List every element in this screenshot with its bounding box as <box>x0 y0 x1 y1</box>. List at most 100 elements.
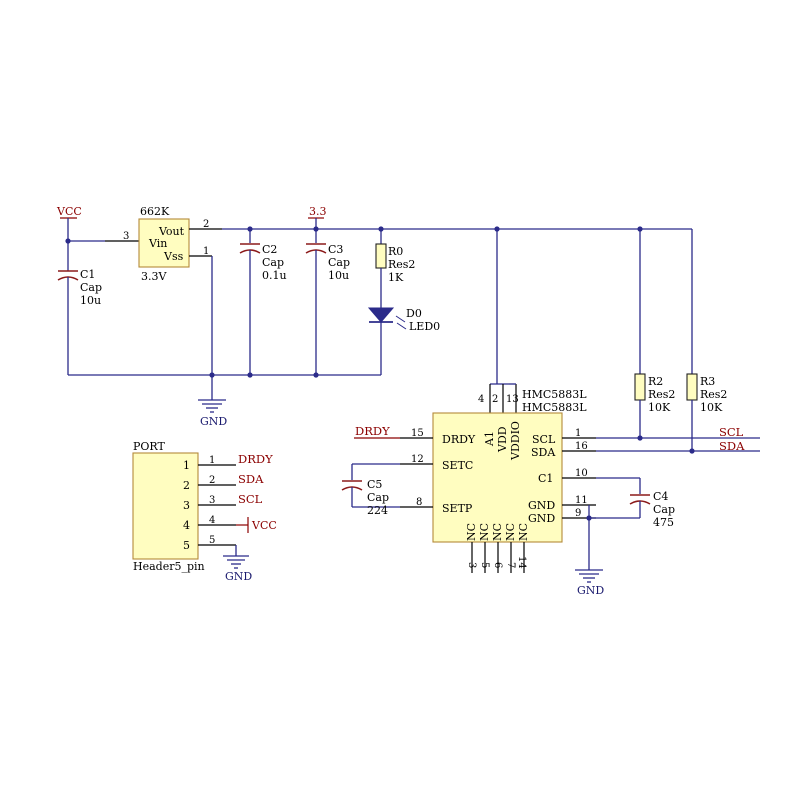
reg-label-vout: Vout <box>158 225 185 238</box>
header-value: Header5_pin <box>133 560 205 573</box>
c2-value: 0.1u <box>262 269 287 282</box>
header-signal-vcc: VCC <box>251 519 277 532</box>
regulator-value: 3.3V <box>141 270 167 283</box>
led-ray-1 <box>395 315 406 323</box>
header-signal-drdy: DRDY <box>238 452 273 466</box>
c1-ref: C1 <box>80 268 95 281</box>
ic-label-gnd-9: GND <box>528 512 555 525</box>
ic-label-nc-7: NC <box>504 523 517 541</box>
r2-body <box>634 373 646 401</box>
junction <box>313 372 319 378</box>
r0-type: Res2 <box>388 258 415 271</box>
r2-value: 10K <box>648 401 671 414</box>
r0-ref: R0 <box>388 245 403 258</box>
d0-ref: D0 <box>406 307 422 320</box>
r3-value: 10K <box>700 401 723 414</box>
ic-pinnum-15: 15 <box>411 428 424 439</box>
ic-pinnum-10: 10 <box>575 468 588 479</box>
ic-pinnum-8: 8 <box>416 497 422 508</box>
ic-label-scl: SCL <box>532 433 556 446</box>
header-ref: PORT <box>133 440 166 453</box>
ground-icon <box>198 399 226 413</box>
ic-pinnum-13: 13 <box>506 394 519 405</box>
c3-type: Cap <box>328 256 350 269</box>
regulator-ref: 662K <box>140 205 170 218</box>
c4-type: Cap <box>653 503 675 516</box>
ic-label-drdy: DRDY <box>442 433 476 446</box>
reg-pinnum-vss: 1 <box>203 246 209 257</box>
ic-label-sda: SDA <box>531 446 556 459</box>
r3-body <box>686 373 698 401</box>
reg-pinnum-vin: 3 <box>123 231 129 242</box>
ic-label-vdd: VDD <box>496 426 509 453</box>
header-pinlabel-2: 2 <box>209 475 215 486</box>
ic-pinnum-2: 2 <box>492 394 498 405</box>
reg-pinnum-vout: 2 <box>203 219 209 230</box>
ic-gnd-label: GND <box>577 584 604 597</box>
reg-label-vss: Vss <box>163 250 184 263</box>
r2-ref: R2 <box>648 375 663 388</box>
header-pinlabel-3: 3 <box>209 495 215 506</box>
ic-label-setc: SETC <box>442 459 473 472</box>
ic-pinnum-14: 14 <box>516 556 527 569</box>
junction <box>637 435 643 441</box>
junction <box>247 372 253 378</box>
ic-pinnum-9: 9 <box>575 508 581 519</box>
ic-pinnum-7: 7 <box>505 562 516 568</box>
header-signal-scl: SCL <box>238 492 263 506</box>
junction <box>689 448 695 454</box>
scl-net-label: SCL <box>719 425 744 439</box>
header-pinlabel-1: 1 <box>209 455 215 466</box>
ic-pinnum-3: 3 <box>466 562 477 568</box>
ic-pinnum-5: 5 <box>479 562 490 568</box>
c5-value: 224 <box>367 504 388 517</box>
vcc-label: VCC <box>56 205 82 218</box>
c5-ref: C5 <box>367 478 382 491</box>
r2-type: Res2 <box>648 388 675 401</box>
ic-label-vddio: VDDIO <box>509 421 522 461</box>
header-section: PORT Header5_pin 1 2 3 4 5 1 2 3 4 5 DRD… <box>132 440 277 583</box>
header-pinnum-3: 3 <box>183 499 190 512</box>
header-pinnum-2: 2 <box>183 479 190 492</box>
c1-type: Cap <box>80 281 102 294</box>
c1-value: 10u <box>80 294 101 307</box>
led-icon <box>367 307 395 323</box>
gnd-label: GND <box>200 415 227 428</box>
header-signal-gnd: GND <box>225 570 252 583</box>
header-pinlabel-4: 4 <box>209 515 215 526</box>
ic-pinnum-4: 4 <box>478 394 484 405</box>
v33-label: 3.3 <box>309 205 327 218</box>
ic-pinnum-6: 6 <box>492 562 503 568</box>
ic-label-setp: SETP <box>442 502 473 515</box>
sensor-section: 4 2 13 HMC5883L HMC5883L A1 VDD VDDIO 15… <box>341 229 760 597</box>
c3-ref: C3 <box>328 243 343 256</box>
reg-label-vin: Vin <box>148 237 167 250</box>
d0-value: LED0 <box>409 320 440 333</box>
ic-label-nc-5: NC <box>478 523 491 541</box>
header-body <box>132 452 199 560</box>
ic-pinnum-16: 16 <box>575 441 588 452</box>
ic-pinnum-1: 1 <box>575 428 581 439</box>
ground-icon <box>223 555 249 569</box>
r3-type: Res2 <box>700 388 727 401</box>
ic-label-nc-14: NC <box>517 523 530 541</box>
header-signal-sda: SDA <box>238 472 264 486</box>
r0-body <box>375 243 387 269</box>
ic-label-nc-6: NC <box>491 523 504 541</box>
junction <box>586 515 592 521</box>
ic-body <box>432 412 563 543</box>
ic-label-nc-3: NC <box>465 523 478 541</box>
ic-label-gnd-11: GND <box>528 499 555 512</box>
led-ray-2 <box>396 322 407 330</box>
r3-ref: R3 <box>700 375 715 388</box>
c4-value: 475 <box>653 516 674 529</box>
ic-ref: HMC5883L <box>522 388 587 401</box>
c4-ref: C4 <box>653 490 668 503</box>
ground-icon <box>575 569 603 583</box>
r0-value: 1K <box>388 271 404 284</box>
regulator-section: VCC C1 Cap 10u 3 662K 3.3V Vout Vin Vss … <box>56 205 692 428</box>
c2-ref: C2 <box>262 243 277 256</box>
header-pinnum-1: 1 <box>183 459 190 472</box>
sda-net-label: SDA <box>719 439 745 453</box>
